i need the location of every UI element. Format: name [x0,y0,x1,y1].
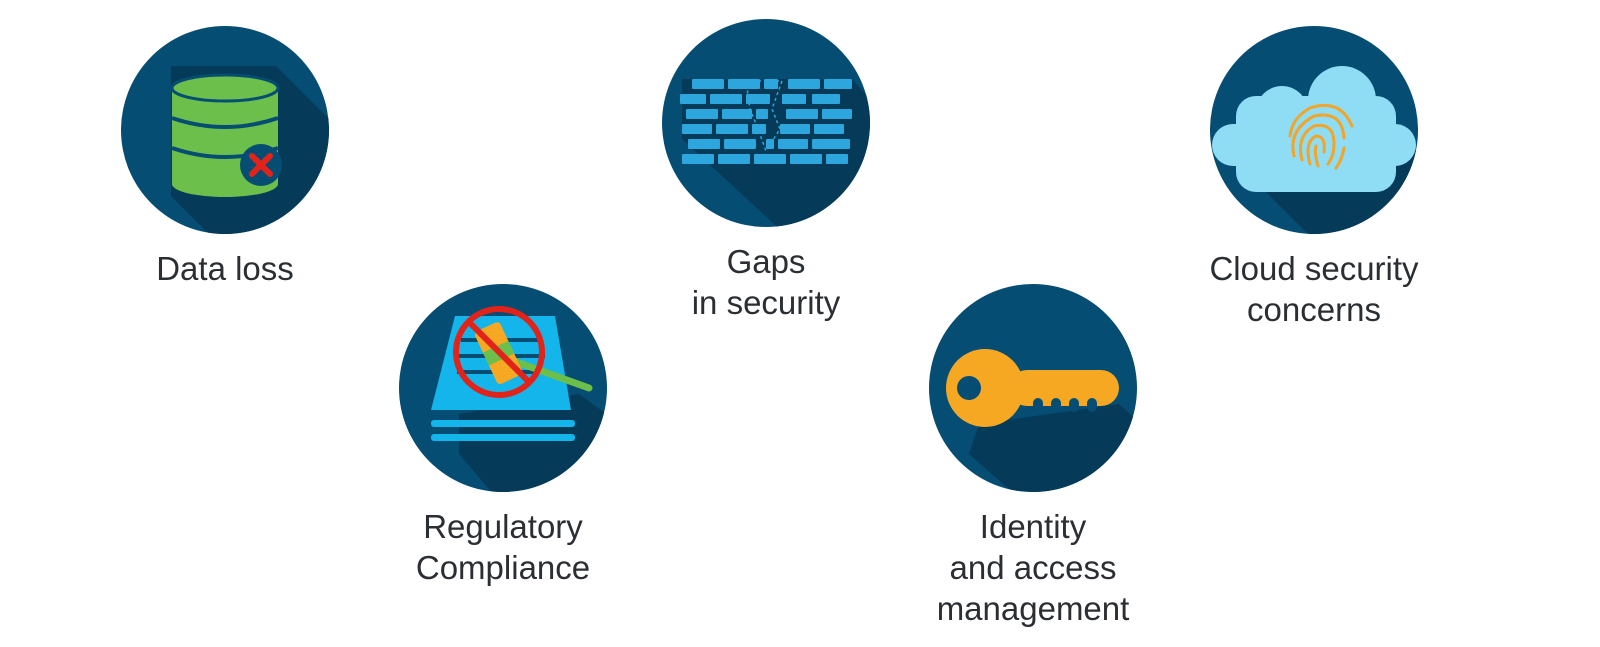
cloud-security-label: Cloud security concerns [1209,250,1419,328]
identity-access-label: Identity and access management [936,508,1130,627]
database-error-icon [121,26,329,234]
regulatory-compliance-item: Regulatory Compliance [353,284,653,588]
firewall-breach-icon [662,19,870,227]
data-loss-item: Data loss [75,26,375,289]
regulatory-compliance-label: Regulatory Compliance [415,508,591,586]
no-gavel-document-icon [399,284,607,492]
key-icon [929,284,1137,492]
identity-access-item: Identity and access management [883,284,1183,629]
gaps-in-security-label: Gaps in security [691,243,841,321]
cloud-security-item: Cloud security concerns [1164,26,1464,330]
gaps-in-security-item: Gaps in security [616,19,916,323]
data-loss-label: Data loss [156,250,294,287]
cloud-fingerprint-icon [1210,26,1418,234]
